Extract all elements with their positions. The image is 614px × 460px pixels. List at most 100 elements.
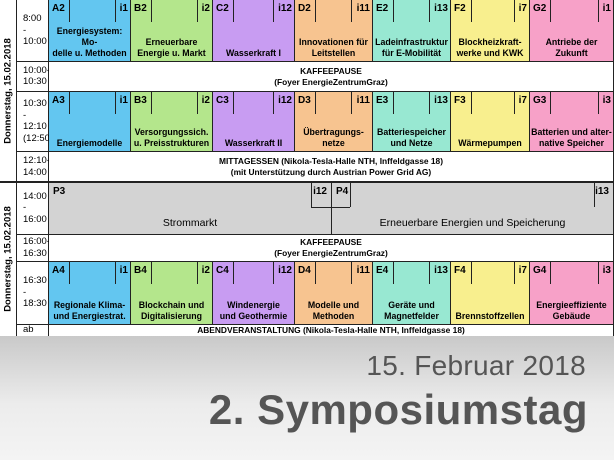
symposium-date: 15. Februar 2018 [366,350,586,381]
session-room: i13 [434,95,448,106]
time-text: - [23,286,27,298]
divider [69,0,70,22]
session-code: F4 [454,265,466,276]
session-code: G2 [533,3,547,14]
session-title: Antriebe der Zukunft [545,37,598,58]
coffee-break-2: KAFFEEPAUSE (Foyer EnergieZentrumGraz) [49,235,614,261]
time-text: (12:50) [23,132,54,144]
divider [351,0,352,22]
day-divider [0,181,614,183]
time-slot-7: 16:30-18:30 [16,261,49,324]
coffee-break-1: KAFFEEPAUSE (Foyer EnergieZentrumGraz) [49,62,614,91]
session-room: i2 [201,3,210,14]
session-code: B4 [134,265,147,276]
day-label-morning: Donnerstag, 15.02.2018 [0,0,17,182]
divider [429,262,430,284]
session-room: i11 [356,95,370,106]
divider [471,92,472,114]
session-code: E2 [376,3,389,14]
time-text: 14:00 [23,190,47,202]
session-title: Energiemodelle [56,138,123,148]
session-code: C2 [216,3,229,14]
plenary-session-p3[interactable]: P3 i12 Strommarkt [49,183,332,234]
divider [598,92,599,114]
divider [273,0,274,22]
session-room: i7 [518,95,527,106]
session-room: i1 [119,265,128,276]
divider [315,262,316,284]
footer-banner: 15. Februar 2018 2. Symposiumstag [0,336,614,460]
time-slot-2: 10:00-10:30 [16,61,50,91]
session-room: i11 [356,3,370,14]
row-divider [16,234,614,235]
divider [471,262,472,284]
row-divider [16,61,614,62]
session-code: B3 [134,95,147,106]
session-title: Modelle und Methoden [307,300,360,321]
time-text: - [23,202,27,214]
session-title: Windenergie und Geothermie [219,300,288,321]
time-text: 16:30 [23,275,47,287]
divider [151,92,152,114]
time-text: 8:00 [23,13,42,25]
divider [514,92,515,114]
session-title: Erneuerbare Energien und Speicherung [379,217,566,229]
session-title: Wasserkraft II [224,138,283,148]
session-code: E4 [376,265,389,276]
session-code: A4 [52,265,65,276]
session-code: C4 [216,265,229,276]
plenary-session-p4[interactable]: P4 i13 Erneuerbare Energien und Speicher… [332,183,614,234]
session-room: i12 [278,95,292,106]
session-title: Geräte und Magnetfelder [384,300,439,321]
divider [151,0,152,22]
session-code: B2 [134,3,147,14]
row-divider [16,261,614,262]
session-room: i12 [278,3,292,14]
divider [550,92,551,114]
time-text: 14:00 [23,166,47,178]
session-title: Energieeffiziente Gebäude [536,300,607,321]
time-slot-4: 12:10-14:00 [16,151,50,182]
divider [311,183,312,207]
session-code: D2 [298,3,311,14]
row-divider [16,91,614,92]
divider [115,0,116,22]
session-title: Erneuerbare Energie u. Markt [137,37,206,58]
session-room: i13 [434,3,448,14]
divider [273,92,274,114]
time-slot-1: 8:00-10:00 [16,0,49,61]
session-room: i7 [518,3,527,14]
row-divider [16,324,614,325]
divider [471,0,472,22]
divider [514,0,515,22]
divider [598,262,599,284]
time-text: 10:00- [23,64,50,76]
divider [351,262,352,284]
time-slot-8: ab [16,324,49,336]
session-room: i2 [201,95,210,106]
session-room: i2 [201,265,210,276]
session-code: F3 [454,95,466,106]
session-title: Batterien und alter- native Speicher [531,127,612,148]
